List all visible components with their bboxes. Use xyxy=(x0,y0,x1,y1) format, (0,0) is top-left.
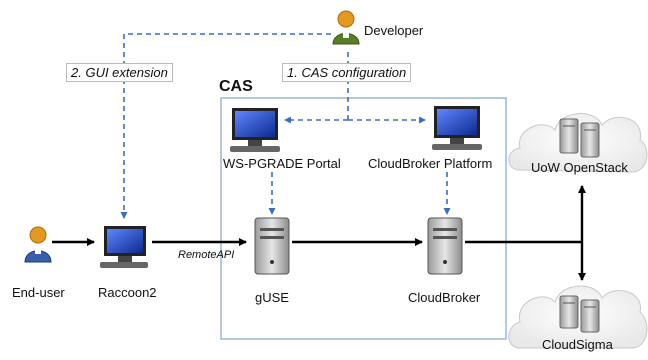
solid-connectors xyxy=(52,185,586,281)
cloudbroker-server-icon xyxy=(427,217,463,275)
guse-server-icon xyxy=(254,217,290,275)
end-user-person-icon xyxy=(24,226,52,263)
platform-monitor-icon xyxy=(432,106,482,150)
cas-configuration-step: 1. CAS configuration xyxy=(282,63,412,82)
ws-pgrade-label: WS-PGRADE Portal xyxy=(223,156,341,171)
remote-api-label: RemoteAPI xyxy=(178,249,235,261)
developer-person-icon xyxy=(332,10,360,45)
dashed-connectors xyxy=(120,33,451,219)
cloudbroker-label: CloudBroker xyxy=(408,290,481,305)
raccoon-monitor-icon xyxy=(100,226,148,268)
guse-label: gUSE xyxy=(255,290,289,305)
cas-box xyxy=(220,97,507,340)
cloudsigma-server-icon xyxy=(559,295,600,333)
developer-label: Developer xyxy=(364,23,424,38)
uow-openstack-label: UoW OpenStack xyxy=(531,160,628,175)
gui-extension-step: 2. GUI extension xyxy=(66,63,173,82)
cloudbroker-platform-label: CloudBroker Platform xyxy=(368,156,493,171)
cas-title: CAS xyxy=(219,78,253,95)
dev-to-raccoon-line xyxy=(120,33,331,219)
portal-monitor-icon xyxy=(230,108,280,152)
end-user-label: End-user xyxy=(12,285,65,300)
cloudsigma-label: CloudSigma xyxy=(542,337,613,352)
openstack-server-icon xyxy=(559,118,600,158)
raccoon-label: Raccoon2 xyxy=(98,285,157,300)
